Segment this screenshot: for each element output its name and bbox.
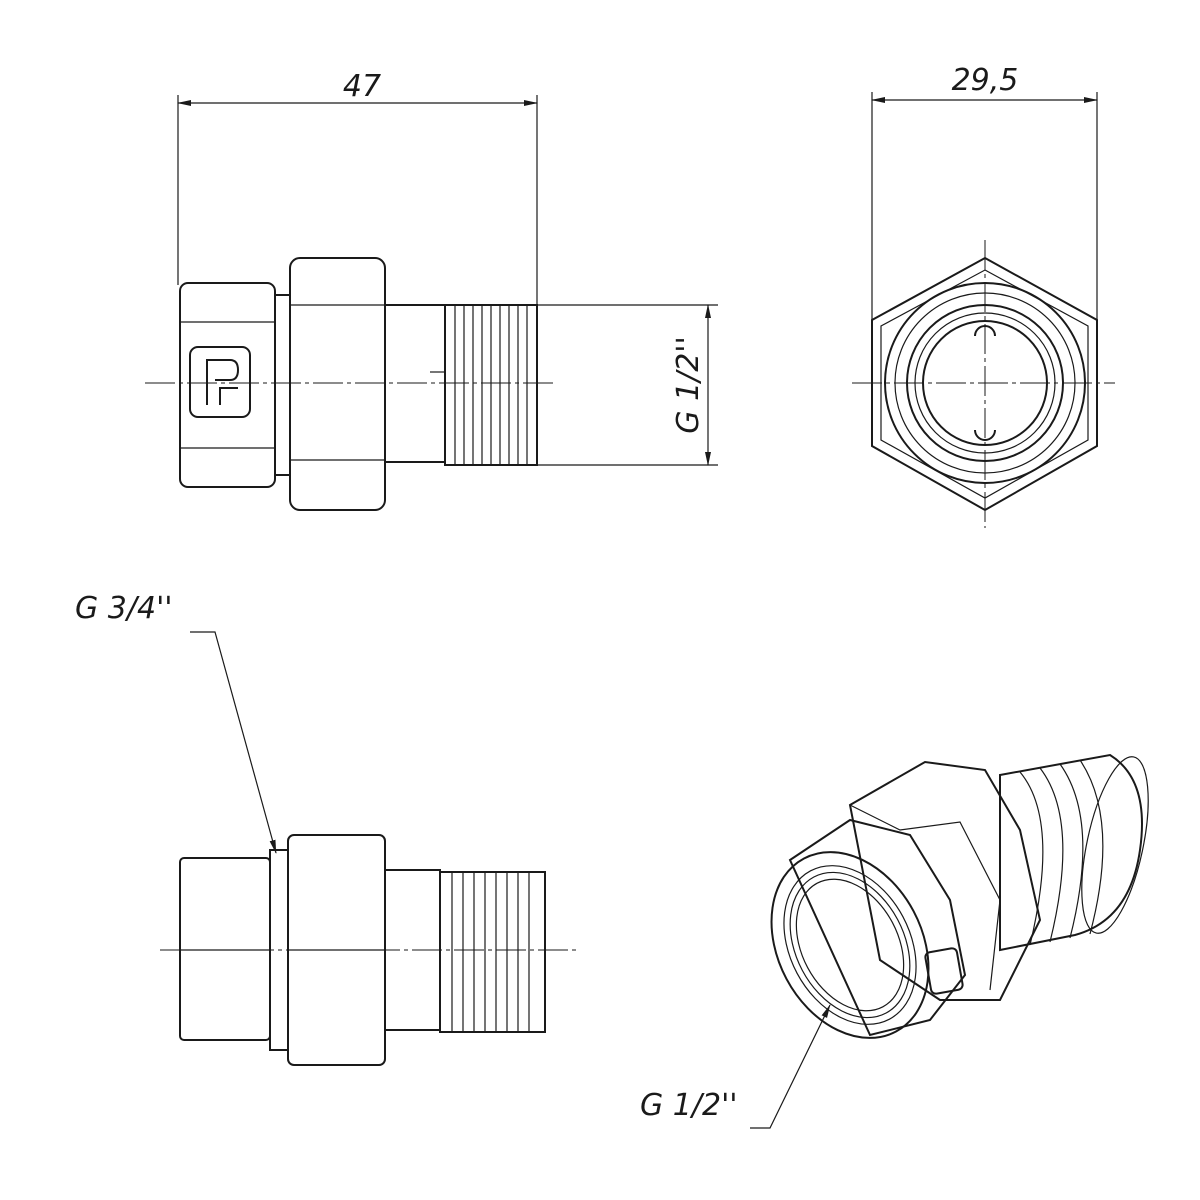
- bottom-view: G 3/4'': [75, 591, 580, 1066]
- iso-female-nut: [788, 818, 967, 1037]
- length-dimension-label: 47: [343, 69, 381, 104]
- nut-thread-label: G 3/4'': [75, 591, 173, 626]
- logo-icon: [189, 346, 251, 418]
- iso-female-opening: [770, 851, 930, 1039]
- nut-thread-leader: [190, 631, 277, 854]
- ring: [274, 294, 291, 476]
- end-view: 29,5: [852, 63, 1115, 528]
- width-dimension-label: 29,5: [952, 63, 1019, 98]
- male-thread: [439, 871, 546, 1033]
- isometric-view: G 1/2'': [640, 753, 1149, 1129]
- logo-mark: [206, 359, 240, 405]
- inner-thread-leader: [750, 1004, 831, 1129]
- iso-large-nut: [848, 760, 1042, 1001]
- small-nut: [179, 282, 276, 488]
- thread-dimension-label: G 1/2'': [671, 336, 706, 434]
- large-hex-nut: [289, 257, 386, 511]
- iso-logo-icon: [924, 947, 964, 995]
- inner-thread-label: G 1/2'': [640, 1088, 738, 1123]
- small-nut: [179, 857, 271, 1041]
- side-view: 47 G 1/2'': [145, 69, 718, 511]
